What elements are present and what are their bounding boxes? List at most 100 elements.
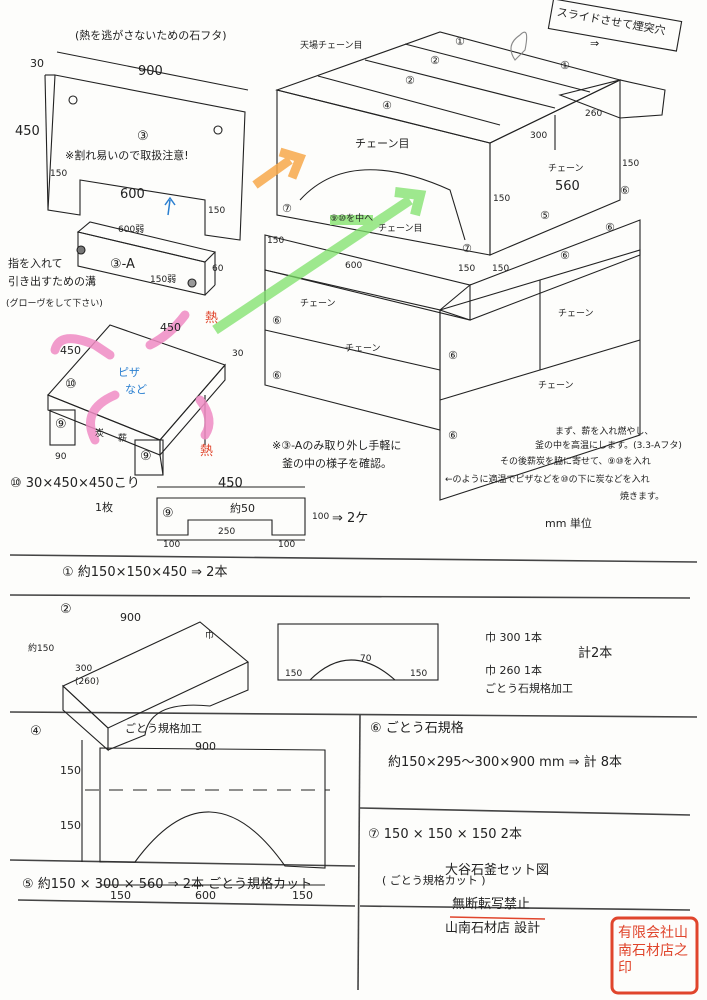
lid-part: ③ [137, 129, 149, 144]
spec-2-dim-h: 約150 [28, 644, 55, 654]
chimney-note-box [547, 0, 683, 52]
spec-4-part: ④ [30, 724, 42, 739]
spec-6-size: 約150×295〜300×900 mm ⇒ 計 8本 [388, 755, 623, 770]
spec-2-process: ごとう石規格加工 [485, 682, 573, 695]
spec-2-dim-w: 巾 [205, 631, 215, 641]
lid-dim-left: 150 [50, 169, 68, 179]
usage-note-2: 釜の中を高温にします。(3.3-Aフタ) [535, 441, 682, 451]
oven-part-6d: ⑥ [272, 314, 282, 327]
leg-chain-2: チェーン [345, 344, 381, 354]
oven-part-1b: ① [560, 59, 570, 72]
lid-a-dim-t: 60 [212, 264, 224, 274]
spec-7-note: ( ごとう規格カット ) [382, 874, 486, 887]
section-dividers [9, 554, 698, 991]
dim-260: 260 [585, 109, 603, 119]
groove-note-1: 指を入れて [8, 257, 63, 270]
spec-1: ① 約150×150×450 ⇒ 2本 [62, 565, 228, 580]
oven-assembly [264, 31, 666, 501]
oven-part-5: ⑤ [540, 209, 550, 222]
stone-2-drawing [62, 621, 439, 752]
charcoal-label: 炭 [95, 429, 105, 439]
stand-part-9-left: ⑨ [55, 417, 67, 432]
groove-note-2: 引き出すための溝 [8, 275, 96, 288]
leg9-dim-h: 100 [312, 512, 330, 522]
spec-2-dim-arch: 70 [360, 654, 372, 664]
insert-arrow-icon [212, 187, 427, 335]
oven-part-7-right: ⑦ [462, 242, 472, 255]
spec-2-line2: 巾 260 1本 [485, 664, 542, 677]
leg9-dim-mid: 250 [218, 527, 236, 537]
dim-150c: 150 [492, 264, 510, 274]
heat-arrows [50, 310, 214, 445]
lid-a-part: ③-A [110, 257, 135, 272]
stand-count: 1枚 [95, 501, 113, 514]
usage-note-3: その後薪炭を脇に寄せて、⑨⑩を入れ [500, 457, 651, 467]
usage-note-4: ←のように適温でピザなどを⑩の下に炭などを入れ [445, 475, 650, 485]
spec-6-title: ⑥ ごとう石規格 [370, 721, 464, 736]
food-label-2: など [125, 383, 147, 396]
leg9-part: ⑨ [162, 506, 174, 521]
leg9-qty: ⇒ 2ケ [332, 511, 369, 526]
oven-part-6a: ⑥ [620, 184, 630, 197]
spec-2-total: 計2本 [578, 646, 613, 661]
heat-label-top: 熱 [205, 311, 219, 326]
footer-copyright: 無断転写禁止 [452, 897, 531, 912]
spec-5: ⑤ 約150 × 300 × 560 ⇒ 2本 ごとう規格カット [22, 877, 313, 892]
leg9-dim-notch: 約50 [230, 502, 255, 515]
lid-dim-mid: 600 [120, 187, 145, 202]
dim-300: 300 [530, 131, 548, 141]
oven-chain-inner: チェーン目 [378, 224, 423, 234]
spec-4-dim-r: 150 [292, 889, 313, 902]
lid-dim-right: 150 [208, 206, 226, 216]
leg-9-detail [156, 486, 306, 541]
check-note-1: ※③-Aのみ取り外し手軽に [272, 439, 402, 452]
lid-dim-thick: 30 [30, 57, 44, 70]
oven-part-6c: ⑥ [560, 249, 570, 262]
oven-part-6f: ⑥ [448, 349, 458, 362]
smoke-icon [510, 31, 528, 61]
groove-note-3: (グローヴをして下さい) [6, 299, 103, 309]
lid-a-dim-h: 150弱 [150, 275, 177, 285]
stand-dim-b: 450 [160, 321, 181, 334]
lid-a-dim-len: 600弱 [118, 225, 145, 235]
footer-designer: 山南石材店 設計 [445, 921, 541, 936]
unit-label: mm 単位 [545, 517, 592, 530]
dim-150b: 150 [458, 264, 476, 274]
spec-2-part: ② [60, 602, 72, 617]
spec-4-dim-w: 900 [195, 740, 216, 753]
dim-600: 600 [345, 261, 363, 271]
dim-150a: 150 [267, 236, 285, 246]
footer-title: 大谷石釜セット図 [445, 863, 550, 878]
food-label-1: ピザ [118, 366, 140, 379]
insert-lid-arrow-icon [164, 196, 176, 216]
dim-150d: 150 [622, 159, 640, 169]
spec-4-dim-l: 150 [110, 889, 131, 902]
oven-chain-side: チェーン [548, 164, 584, 174]
stand-spec: ⑩ 30×450×450こり [10, 476, 140, 491]
leg9-dim-r: 100 [278, 540, 296, 550]
spec-2-line1: 巾 300 1本 [485, 631, 542, 644]
spec-2-dim-d: 300 [75, 664, 93, 674]
lid-stone-3a [76, 221, 217, 296]
oven-top-label: 天場チェーン目 [300, 41, 363, 51]
leg-chain-4: チェーン [538, 381, 574, 391]
lid-dim-width: 900 [138, 64, 163, 79]
stone-4-drawing [81, 740, 330, 886]
spec-4-dim-h2: 150 [60, 819, 81, 832]
oven-part-4: ④ [382, 99, 392, 112]
underline [449, 916, 546, 920]
oven-part-7-left: ⑦ [282, 202, 292, 215]
leg-chain-3: チェーン [558, 309, 594, 319]
oven-part-1a: ① [455, 35, 465, 48]
oven-chain-front: チェーン目 [355, 137, 410, 150]
stand-dim-a: 450 [60, 344, 81, 357]
lid-stone-3 [44, 51, 249, 241]
lid-dim-height: 450 [15, 124, 40, 139]
usage-note-1: まず、薪を入れ燃やし、 [555, 427, 654, 437]
oven-part-6e: ⑥ [272, 369, 282, 382]
spec-2-dim-r: 150 [410, 669, 428, 679]
company-seal [610, 916, 699, 995]
leg9-dim-w: 450 [218, 476, 243, 491]
spec-4-dim-m: 600 [195, 889, 216, 902]
